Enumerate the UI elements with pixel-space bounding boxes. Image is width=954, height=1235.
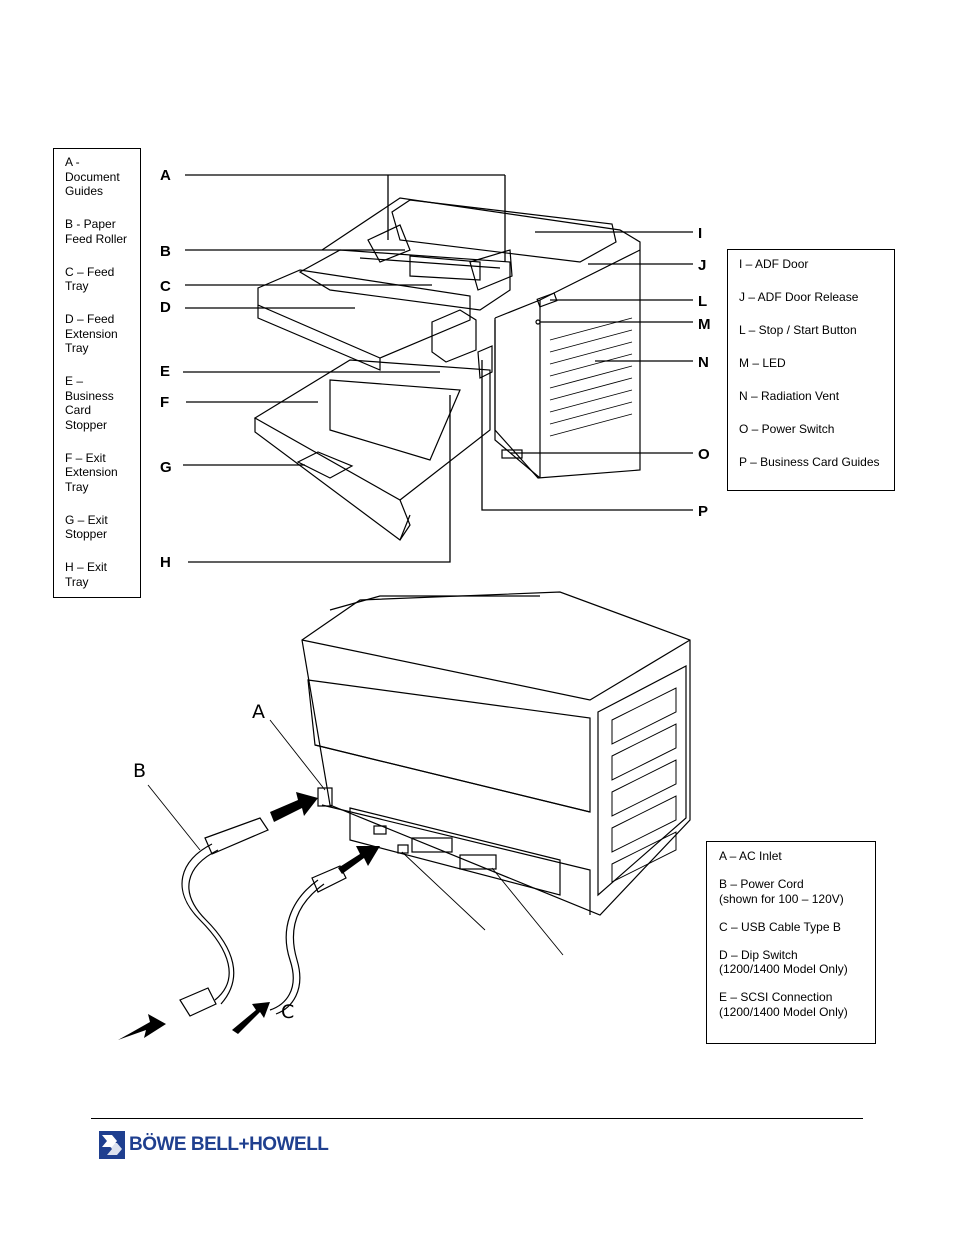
legend-item-b: B - Paper Feed Roller [65,217,128,246]
callout-o: O [698,446,710,463]
cables [179,817,347,1017]
callout-c: C [160,278,171,295]
callout-h: H [160,554,171,571]
arrow-out-usb [232,1002,270,1034]
legend-bottom: A – AC Inlet B – Power Cord (shown for 1… [706,841,876,1044]
legend-item-h: H – Exit Tray [65,560,108,589]
legend-item-scsi: E – SCSI Connection (1200/1400 Model Onl… [719,990,848,1019]
legend-item-a: A - Document Guides [65,155,120,198]
legend-item-f: F – Exit Extension Tray [65,450,118,494]
logo-mark-icon [99,1131,125,1159]
legend-item-o: O – Power Switch [739,422,835,436]
callout-f: F [160,394,169,411]
legend-item-dip-switch: D – Dip Switch (1200/1400 Model Only) [719,947,848,977]
legend-item-n: N – Radiation Vent [739,389,840,403]
legend-item-l: L – Stop / Start Button [739,323,857,337]
company-logo: BÖWE BELL+HOWELL [99,1130,329,1160]
arrow-usb [338,846,380,874]
callout-d: D [160,299,171,316]
callout-m: M [698,316,711,333]
callout-bottom-b: B [133,760,146,782]
scanner-front-illustration [253,197,641,541]
callout-b: B [160,243,171,260]
footer-rule [91,1118,863,1119]
callout-a: A [160,167,171,184]
top-leader-lines [183,174,693,563]
legend-item-m: M – LED [739,356,786,370]
legend-item-c: C – Feed Tray [65,264,115,294]
callout-n: N [698,354,709,371]
callout-e: E [160,363,170,380]
top-callouts-right: I J L M N O P [698,225,711,520]
legend-item-g: G – Exit Stopper [65,512,108,542]
callout-p: P [698,503,708,520]
callout-g: G [160,459,172,476]
connection-arrows [118,792,380,1040]
arrow-out-left [118,1014,166,1040]
arrow-power [270,792,318,822]
legend-item-e: E – Business Card Stopper [65,374,114,432]
callout-i: I [698,225,702,242]
legend-top-right: I – ADF Door J – ADF Door Release L – St… [727,249,895,491]
callout-j: J [698,257,706,274]
legend-top-left: A - Document Guides B - Paper Feed Rolle… [53,148,141,598]
legend-item-ac-inlet: A – AC Inlet [719,849,782,863]
callout-l: L [698,293,707,310]
legend-item-j: J – ADF Door Release [739,290,859,304]
bottom-callouts: A B C [133,701,294,1023]
legend-item-i: I – ADF Door [739,257,809,271]
callout-bottom-a: A [252,701,265,723]
legend-item-p: P – Business Card Guides [739,455,880,469]
legend-item-d: D – Feed Extension Tray [65,312,118,355]
legend-item-power-cord: B – Power Cord (shown for 100 – 120V) [719,877,844,906]
top-callouts-left: A B C D E F G H [160,167,172,571]
logo-text: BÖWE BELL+HOWELL [129,1134,329,1155]
bottom-leader-lines [147,719,564,956]
callout-bottom-c: C [281,1001,294,1023]
scanner-rear-illustration [301,591,691,916]
legend-item-usb: C – USB Cable Type B [719,919,841,934]
